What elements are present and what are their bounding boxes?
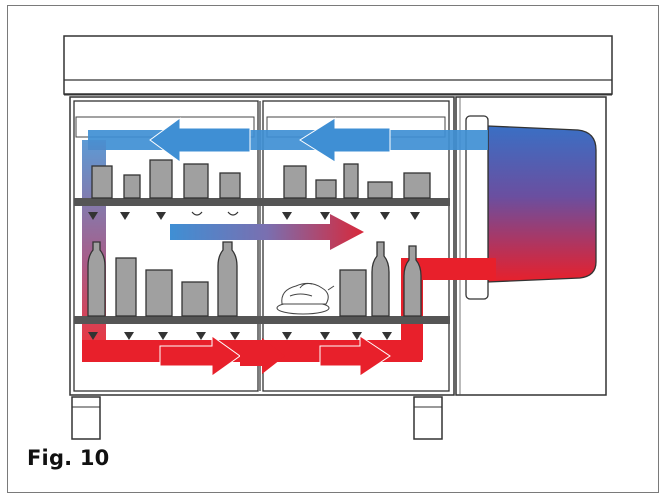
leg-right (413, 396, 443, 440)
lower-shelf-items (87, 241, 422, 317)
upper-shelf-items (91, 159, 431, 199)
mixing-arrow-icon (170, 214, 364, 250)
left-door (73, 100, 259, 392)
countertop (63, 35, 613, 95)
lower-vents (88, 332, 392, 340)
lower-shelf (74, 316, 450, 324)
refrigeration-unit (487, 125, 597, 283)
warm-arrow-icon (159, 335, 241, 377)
right-door (262, 100, 450, 392)
figure-caption: Fig. 10 (27, 446, 110, 470)
roast-chicken-icon (276, 282, 335, 315)
upper-shelf (74, 198, 450, 206)
cold-arrow-icon (299, 117, 391, 163)
cold-arrow-icon (149, 117, 251, 163)
upper-vents (88, 212, 420, 220)
warm-arrow-icon (240, 338, 285, 374)
leg-left (71, 396, 101, 440)
warm-arrow-icon (319, 335, 391, 377)
top-cold-duct (88, 130, 488, 150)
